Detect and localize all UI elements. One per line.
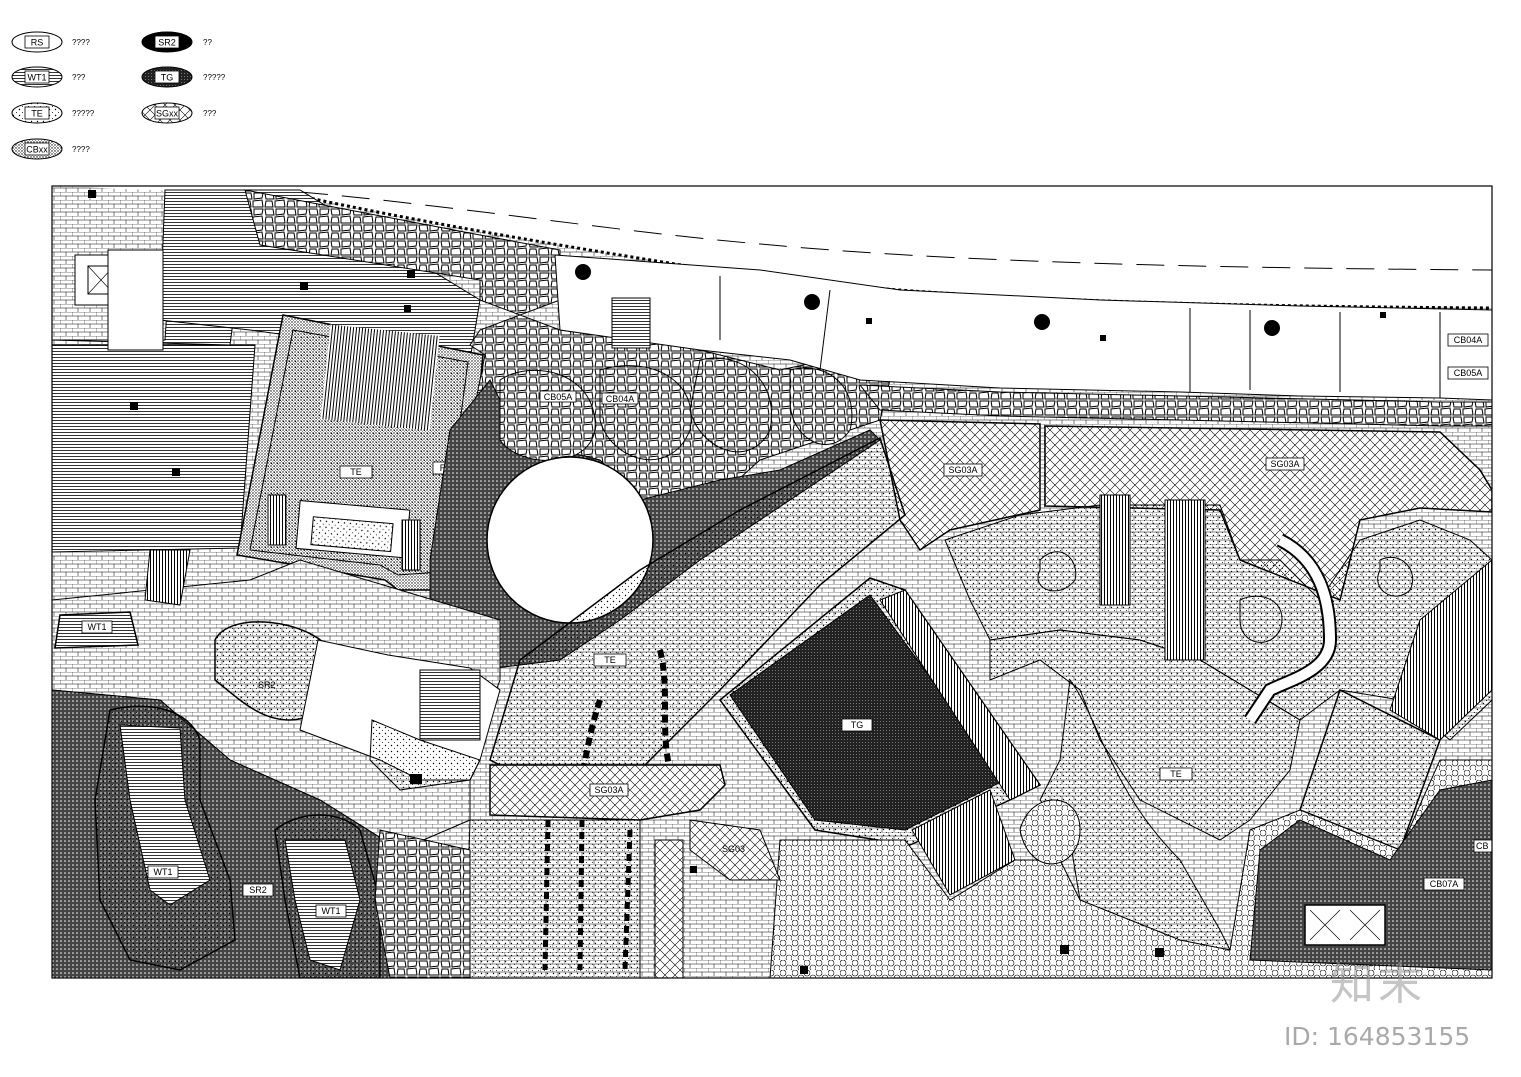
tg-steps bbox=[879, 589, 1041, 801]
legend-item-sr2: SR2 ?? bbox=[141, 31, 212, 53]
legend-desc: ???? bbox=[72, 145, 90, 154]
hatched-wall bbox=[654, 839, 684, 978]
pavilion bbox=[1389, 559, 1492, 741]
tree-symbol bbox=[1034, 314, 1050, 330]
street-building-strip bbox=[554, 254, 1492, 401]
stair bbox=[1164, 499, 1206, 661]
stone-garden bbox=[374, 829, 471, 978]
legend-item-rs: RS ???? bbox=[11, 31, 90, 53]
legend-code: RS bbox=[31, 38, 44, 48]
label-te-court: TE bbox=[350, 467, 362, 477]
rock-outline bbox=[1037, 551, 1414, 643]
label-sg03: SG03 bbox=[722, 844, 745, 854]
label-cb07a: CB07A bbox=[1430, 879, 1459, 889]
lower-walk bbox=[464, 819, 641, 978]
rock-garden bbox=[944, 504, 1492, 741]
legend-desc: ??? bbox=[203, 109, 217, 118]
legend-item-cbxx: CBxx ???? bbox=[11, 138, 90, 160]
hedge-band bbox=[858, 384, 1492, 427]
wt1-deck bbox=[119, 724, 211, 906]
legend: RS ???? SR2 ?? WT1 ??? TG ????? TE ????? bbox=[11, 31, 226, 160]
legend-item-sgxx: SGxx ??? bbox=[141, 102, 217, 124]
road-area bbox=[52, 186, 1492, 308]
stair bbox=[144, 549, 191, 606]
label-sg03a-3: SG03A bbox=[594, 785, 623, 795]
tree-symbol bbox=[1264, 320, 1280, 336]
planting-oval bbox=[1019, 799, 1081, 865]
plan-drawing: TE RS CB05A CB04A CB04A CB0 bbox=[51, 185, 1493, 979]
label-tg: TG bbox=[851, 720, 864, 730]
legend-item-wt1: WT1 ??? bbox=[11, 66, 86, 88]
road-centerline bbox=[299, 191, 1492, 271]
bollards bbox=[88, 190, 1386, 974]
building-pad bbox=[107, 249, 164, 351]
label-sr2-1: SR2 bbox=[258, 680, 276, 690]
legend-desc: ?? bbox=[203, 38, 212, 47]
legend-item-tg: TG ????? bbox=[141, 66, 226, 88]
legend-code: SGxx bbox=[156, 109, 179, 119]
lift-core bbox=[1304, 904, 1386, 946]
legend-code: CBxx bbox=[26, 145, 48, 155]
label-cb04a-1: CB04A bbox=[606, 394, 635, 404]
drawing-frame bbox=[51, 185, 1493, 979]
stepping-stones bbox=[542, 819, 633, 971]
label-te-path: TE bbox=[604, 655, 616, 665]
label-sg03a-2: SG03A bbox=[1270, 459, 1299, 469]
label-wt1-2: WT1 bbox=[154, 867, 173, 877]
road-edge bbox=[299, 194, 1492, 310]
legend-desc: ??? bbox=[72, 73, 86, 82]
label-sr2-2: SR2 bbox=[249, 885, 267, 895]
label-wt1-1: WT1 bbox=[88, 622, 107, 632]
te-lawn-left bbox=[369, 719, 481, 791]
watermark-id: ID: 164853155 bbox=[1284, 1022, 1471, 1051]
label-cb05a-2: CB05A bbox=[1454, 368, 1483, 378]
stone-ovals bbox=[499, 357, 853, 461]
legend-desc: ????? bbox=[72, 109, 95, 118]
stair-block bbox=[320, 324, 440, 431]
label-te-right: TE bbox=[1170, 769, 1182, 779]
label-cb04a-2: CB04A bbox=[1454, 335, 1483, 345]
legend-code: WT1 bbox=[28, 73, 47, 83]
watermark-logo: 知末 bbox=[1330, 959, 1426, 1010]
label-cb-edge: CB bbox=[1476, 841, 1489, 851]
label-wt1-3: WT1 bbox=[322, 906, 341, 916]
legend-code: TG bbox=[161, 73, 174, 83]
stair bbox=[1099, 494, 1131, 606]
tree-symbol bbox=[575, 264, 591, 280]
label-cb05a-1: CB05A bbox=[544, 392, 573, 402]
legend-code: TE bbox=[31, 109, 43, 119]
label-sg03a-1: SG03A bbox=[948, 465, 977, 475]
legend-desc: ???? bbox=[72, 38, 90, 47]
legend-code: SR2 bbox=[158, 38, 176, 48]
legend-item-te: TE ????? bbox=[11, 102, 95, 124]
legend-desc: ????? bbox=[203, 73, 226, 82]
tree-symbol bbox=[804, 294, 820, 310]
sg03-area bbox=[689, 819, 781, 881]
